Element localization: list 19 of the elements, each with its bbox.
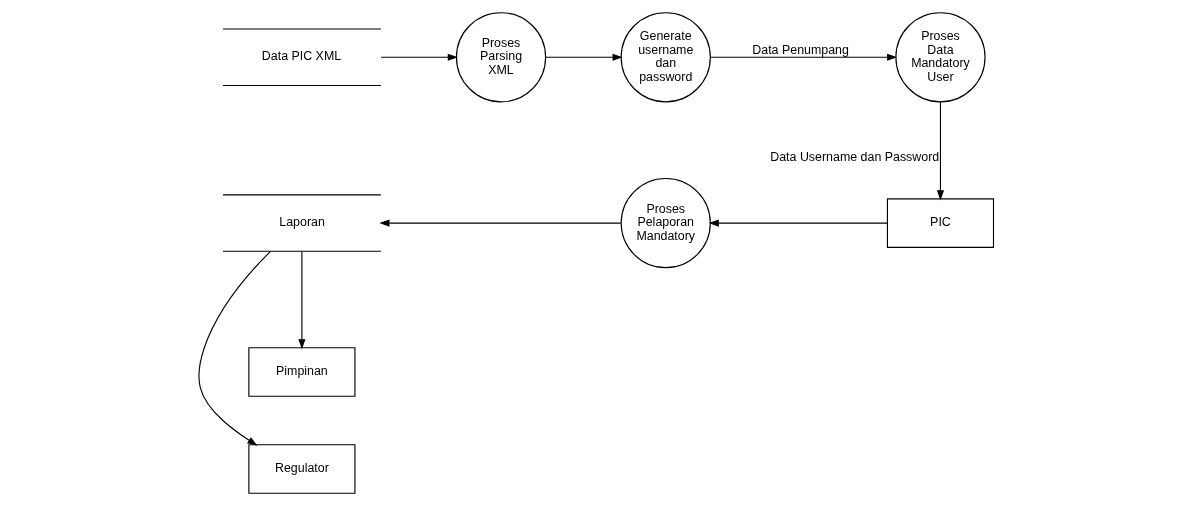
arrow	[380, 53, 458, 61]
node-text: Data PIC XML	[261, 49, 342, 64]
arrow	[708, 219, 888, 227]
node-text: Laporan	[279, 215, 325, 230]
arrow	[709, 53, 898, 61]
arrow	[298, 251, 306, 350]
edge-label: Data Penumpang	[752, 42, 849, 57]
edge-label: Data Username dan Password	[770, 149, 940, 164]
node-box: Regulator	[248, 444, 356, 494]
node-box: PIC	[886, 198, 995, 248]
arrow	[545, 53, 623, 61]
node-circle: Proses Data Mandatory User	[895, 12, 986, 103]
arrow	[379, 219, 622, 227]
arrow	[936, 101, 945, 201]
node-circle: Generate username dan password	[620, 12, 711, 103]
node-circle: Proses Parsing XML	[455, 12, 547, 103]
node-box: Pimpinan	[248, 347, 356, 397]
node-circle: Proses Pelaporan Mandatory	[620, 177, 711, 269]
arrow	[198, 250, 272, 446]
